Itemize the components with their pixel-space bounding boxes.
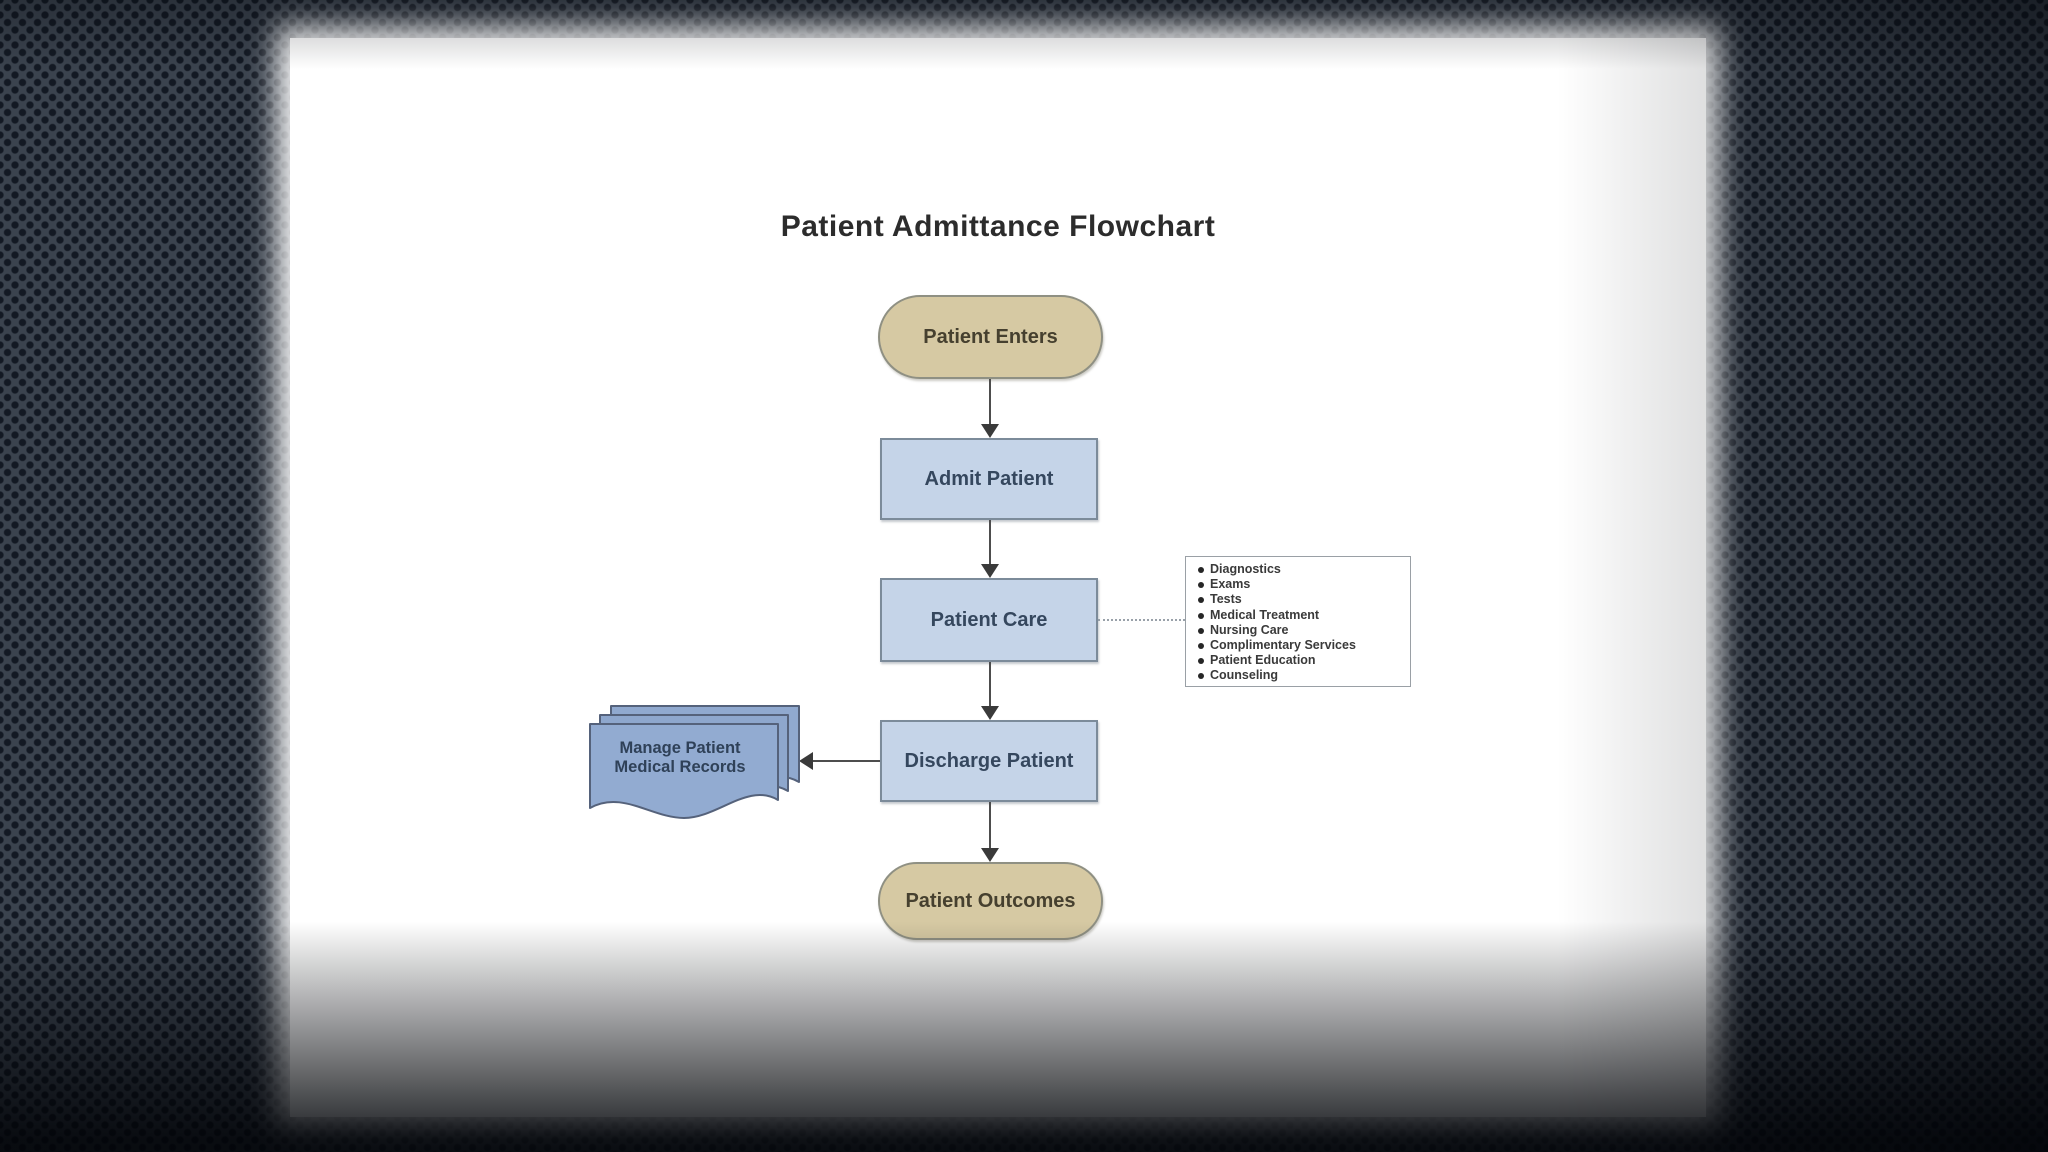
- arrowhead-down-icon: [981, 848, 999, 862]
- arrowhead-left-icon: [799, 752, 813, 770]
- node-patient-outcomes-label: Patient Outcomes: [905, 889, 1076, 912]
- connector-discharge-outcomes: [989, 802, 991, 849]
- records-label-line1: Manage Patient: [619, 739, 741, 757]
- node-patient-care-label: Patient Care: [930, 608, 1048, 631]
- connector-admit-care: [989, 520, 991, 565]
- arrowhead-down-icon: [981, 424, 999, 438]
- node-admit-patient: Admit Patient: [880, 438, 1098, 520]
- arrowhead-down-icon: [981, 564, 999, 578]
- node-discharge-patient: Discharge Patient: [880, 720, 1098, 802]
- list-item: Tests: [1196, 592, 1404, 607]
- care-services-callout: Diagnostics Exams Tests Medical Treatmen…: [1185, 556, 1411, 687]
- page-title: Patient Admittance Flowchart: [780, 210, 1216, 243]
- connector-discharge-records: [813, 760, 880, 762]
- list-item: Medical Treatment: [1196, 608, 1404, 623]
- records-label-line2: Medical Records: [614, 758, 746, 776]
- list-item: Exams: [1196, 577, 1404, 592]
- list-item: Nursing Care: [1196, 623, 1404, 638]
- node-discharge-patient-label: Discharge Patient: [904, 749, 1074, 772]
- list-item: Patient Education: [1196, 653, 1404, 668]
- care-services-list: Diagnostics Exams Tests Medical Treatmen…: [1196, 562, 1404, 684]
- node-patient-enters-label: Patient Enters: [923, 325, 1058, 348]
- node-patient-care: Patient Care: [880, 578, 1098, 662]
- connector-care-services-dotted: [1098, 619, 1185, 621]
- node-manage-records-label: Manage Patient Medical Records: [580, 739, 780, 777]
- node-admit-patient-label: Admit Patient: [924, 467, 1054, 490]
- list-item: Complimentary Services: [1196, 638, 1404, 653]
- connector-care-discharge: [989, 662, 991, 707]
- connector-enters-admit: [989, 379, 991, 425]
- list-item: Diagnostics: [1196, 562, 1404, 577]
- slide-canvas: Patient Admittance Flowchart Patient Ent…: [290, 38, 1706, 1117]
- node-patient-enters: Patient Enters: [878, 295, 1103, 379]
- node-patient-outcomes: Patient Outcomes: [878, 862, 1103, 940]
- arrowhead-down-icon: [981, 706, 999, 720]
- list-item: Counseling: [1196, 668, 1404, 683]
